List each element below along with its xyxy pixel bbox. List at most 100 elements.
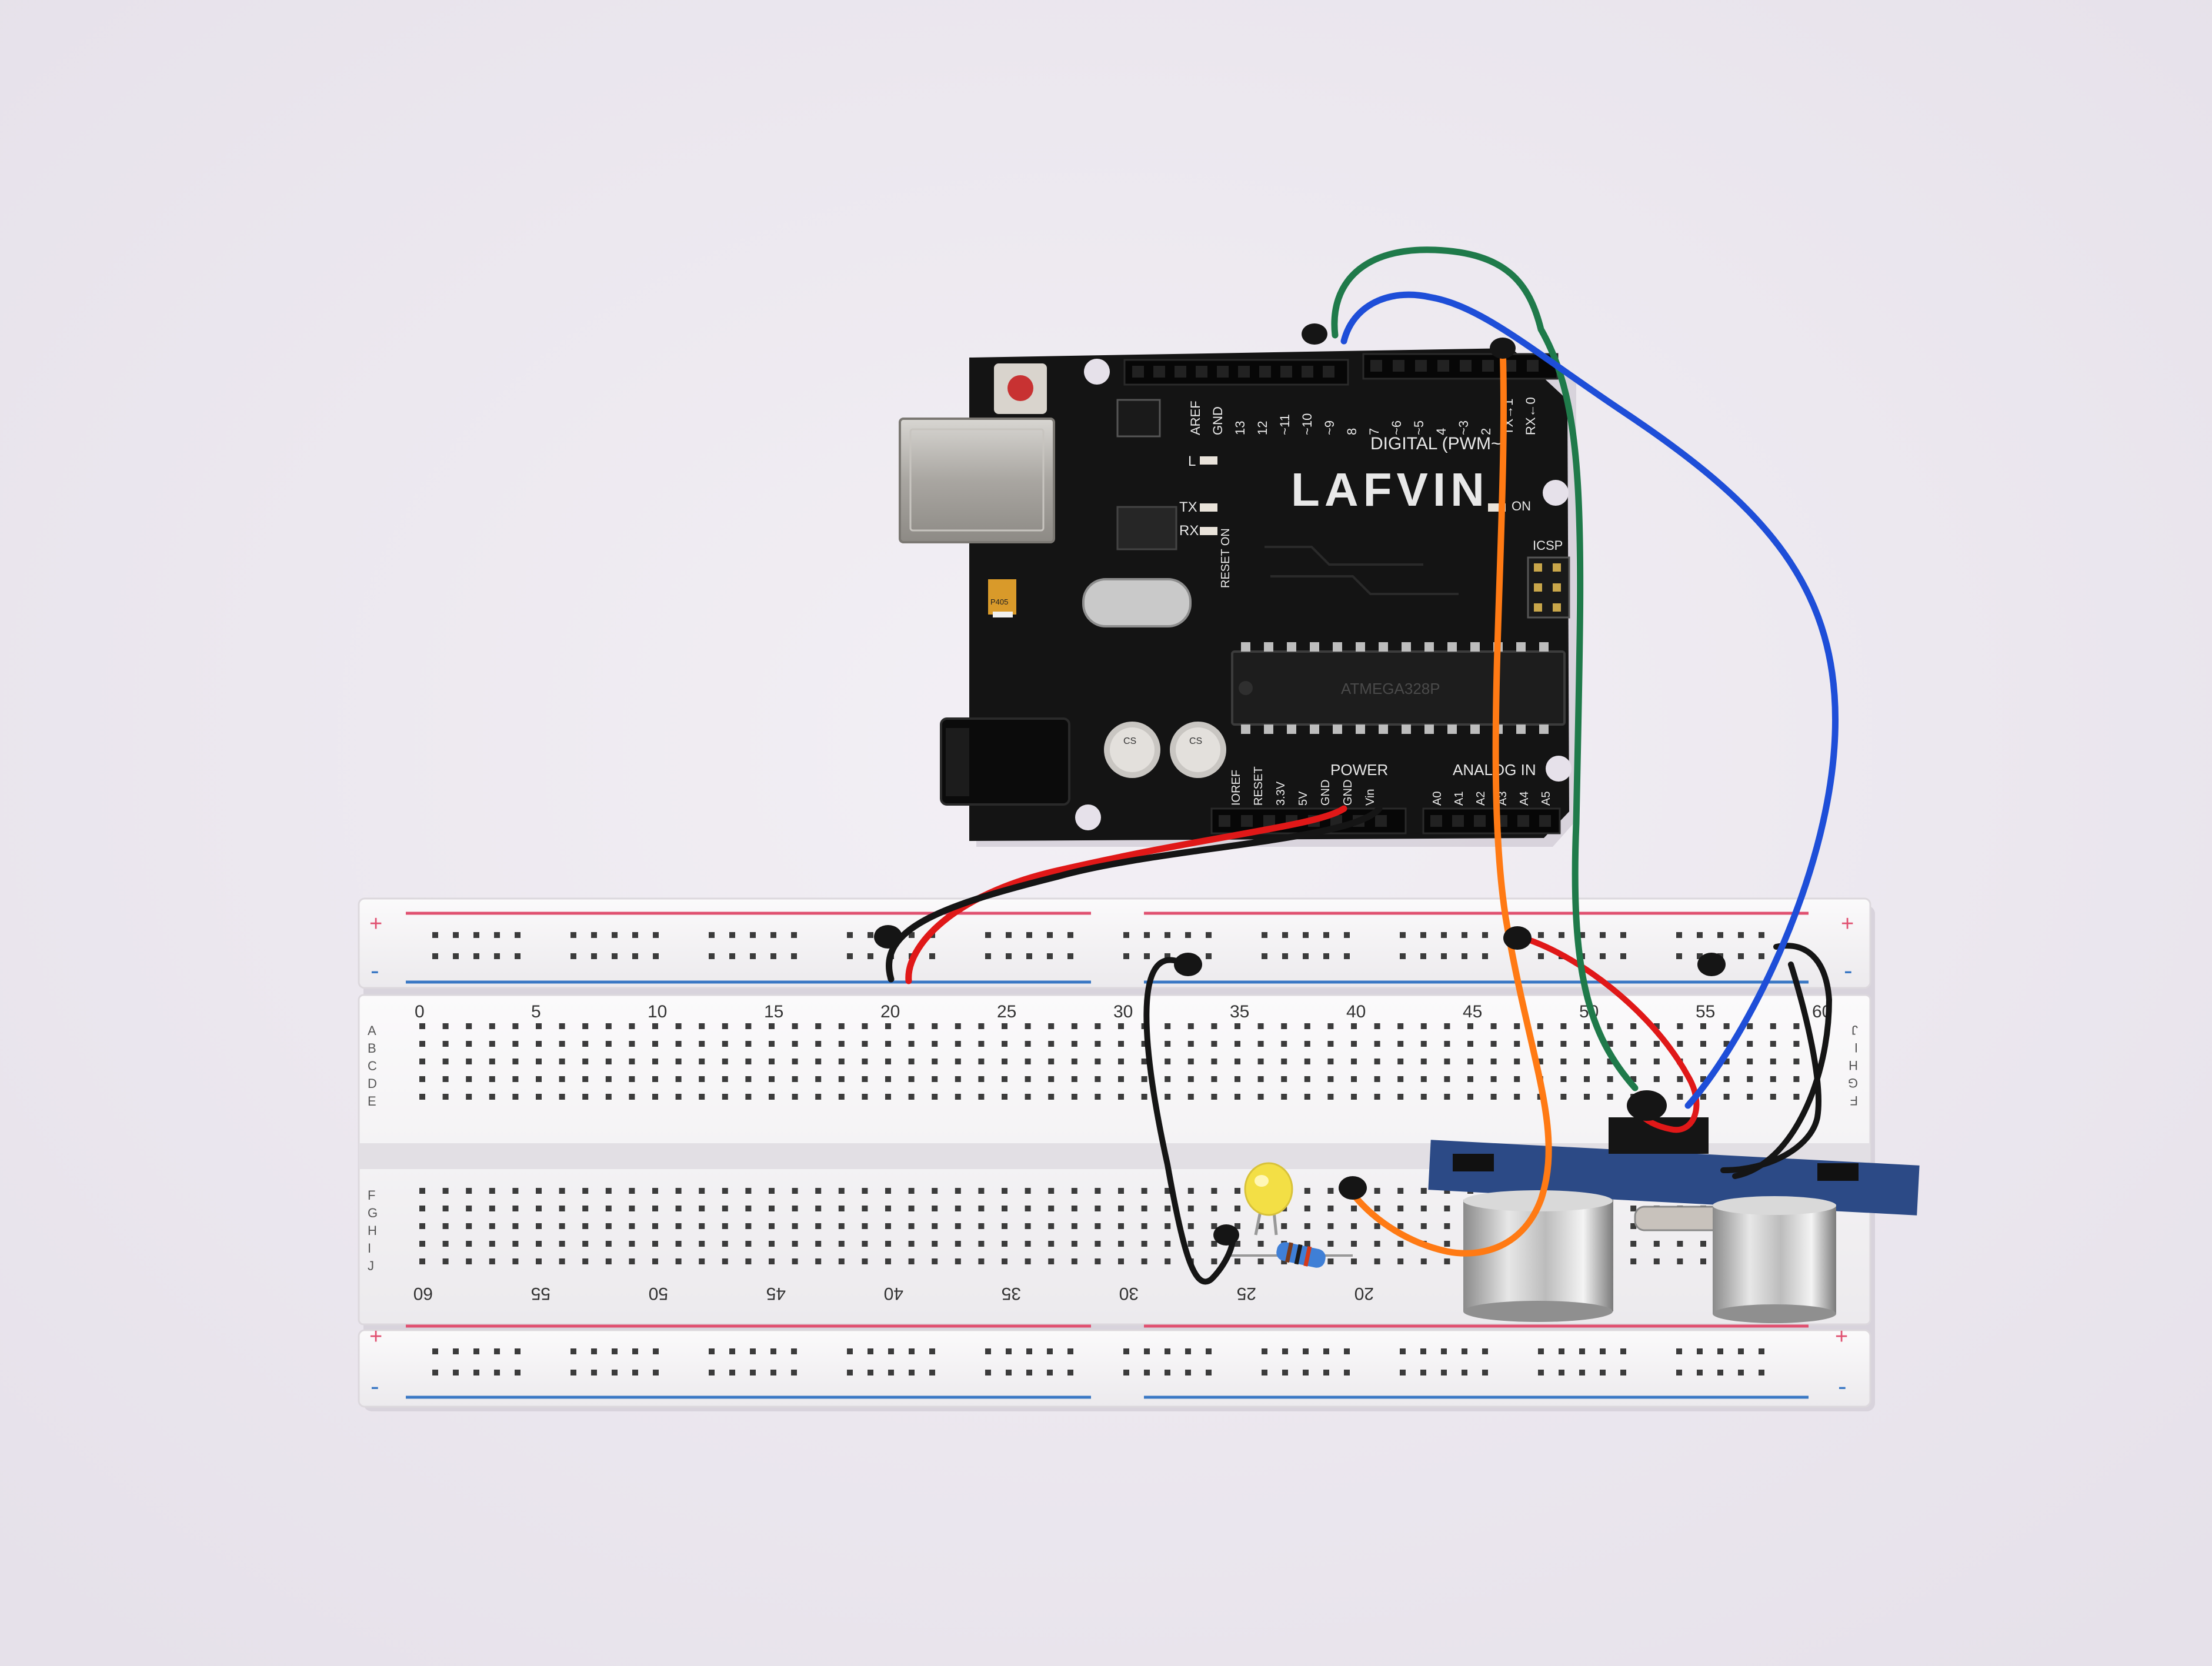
breadboard-hole [1165, 1223, 1171, 1229]
rail-hole [1600, 1348, 1606, 1354]
breadboard-hole [652, 1041, 658, 1047]
breadboard-hole [629, 1206, 635, 1211]
breadboard-hole [722, 1076, 728, 1082]
atmega-chip [1231, 650, 1566, 726]
digital-pin-label: RX←0 [1523, 397, 1538, 435]
bottom-rail-plus-left: + [369, 1324, 382, 1349]
blue-signal-wire [1340, 291, 1839, 1109]
breadboard-hole [1770, 1076, 1776, 1082]
breadboard-hole [908, 1188, 915, 1194]
digital-pin-label: 7 [1367, 428, 1382, 435]
rail-hole [750, 1370, 756, 1375]
breadboard-hole [1235, 1206, 1240, 1211]
breadboard-hole [1048, 1206, 1055, 1211]
mounting-hole-2 [1543, 480, 1569, 506]
rail-hole [591, 1370, 597, 1375]
breadboard-hole [1211, 1223, 1217, 1229]
rail-hole [770, 1348, 776, 1354]
breadboard-hole [1048, 1094, 1055, 1100]
breadboard-hole [1141, 1206, 1147, 1211]
breadboard-hole [1351, 1241, 1357, 1247]
breadboard-hole [559, 1258, 565, 1264]
breadboard-hole [652, 1059, 658, 1064]
rail-hole [653, 1348, 659, 1354]
power-analog-header-holes [1219, 815, 1551, 827]
breadboard-hole [932, 1023, 938, 1029]
breadboard-hole [1607, 1059, 1613, 1064]
breadboard-hole [652, 1023, 658, 1029]
rail-hole [791, 1370, 797, 1375]
top-rail-minus-right: - [1844, 956, 1853, 985]
power-pin-label: 5V [1297, 791, 1310, 806]
breadboard-hole [1351, 1076, 1357, 1082]
breadboard-hole [745, 1094, 752, 1100]
breadboard-hole [1584, 1023, 1590, 1029]
breadboard-hole [1467, 1076, 1473, 1082]
rail-hole [1697, 1370, 1703, 1375]
breadboard-hole [1165, 1094, 1171, 1100]
rail-hole [888, 1370, 894, 1375]
breadboard-hole [419, 1258, 425, 1264]
header-hole [1517, 815, 1529, 827]
rail-hole [847, 953, 853, 959]
breadboard-hole [1327, 1223, 1334, 1229]
breadboard-hole [745, 1241, 752, 1247]
breadboard-hole [675, 1223, 682, 1229]
wire-end-orange-top [1490, 338, 1516, 359]
rail-hole [847, 1348, 853, 1354]
breadboard-hole [792, 1059, 798, 1064]
breadboard-hole [978, 1206, 985, 1211]
capacitor-1: CS [1104, 722, 1160, 778]
rail-hole [1462, 932, 1467, 938]
breadboard-hole [1584, 1041, 1590, 1047]
breadboard-hole [1584, 1094, 1590, 1100]
breadboard-hole [1700, 1094, 1706, 1100]
column-number-top: 55 [1696, 1002, 1715, 1021]
row-letter-left: C [368, 1059, 377, 1073]
breadboard-hole [1118, 1023, 1124, 1029]
breadboard-hole [536, 1023, 542, 1029]
header-hole [1263, 815, 1275, 827]
breadboard-hole [862, 1188, 868, 1194]
breadboard-hole [1630, 1076, 1637, 1082]
rail-hole [591, 932, 597, 938]
breadboard-hole [1002, 1188, 1007, 1194]
breadboard-hole [419, 1023, 425, 1029]
breadboard-hole [536, 1041, 542, 1047]
breadboard-hole [582, 1206, 589, 1211]
breadboard-hole [489, 1076, 495, 1082]
breadboard-hole [1397, 1188, 1404, 1194]
row-letter-right: G [1848, 1076, 1858, 1090]
row-letter-left: B [368, 1041, 376, 1056]
breadboard-hole [582, 1041, 589, 1047]
breadboard-hole [815, 1076, 822, 1082]
rail-hole [1047, 932, 1053, 938]
breadboard-hole [815, 1023, 822, 1029]
power-pin-label: 3.3V [1275, 781, 1287, 806]
column-number-bottom: 25 [1237, 1284, 1256, 1303]
breadboard-hole [489, 1223, 495, 1229]
breadboard-hole [1095, 1188, 1101, 1194]
breadboard-hole [1584, 1059, 1590, 1064]
breadboard-hole [1444, 1041, 1450, 1047]
top-rail-plus-right: + [1841, 912, 1854, 936]
breadboard-hole [605, 1188, 612, 1194]
header-hole [1460, 360, 1472, 372]
breadboard-hole [1235, 1188, 1240, 1194]
breadboard-hole [1048, 1076, 1055, 1082]
rail-hole [1538, 1348, 1544, 1354]
rail-hole [612, 953, 618, 959]
rail-hole [1738, 1370, 1744, 1375]
breadboard-hole [1211, 1059, 1217, 1064]
rail-hole [791, 953, 797, 959]
breadboard-hole [699, 1041, 705, 1047]
rail-hole [729, 1348, 735, 1354]
breadboard-hole [1374, 1059, 1380, 1064]
column-number-bottom: 35 [1002, 1284, 1021, 1303]
reset-button-cap[interactable] [1007, 375, 1033, 401]
rail-hole [770, 932, 776, 938]
breadboard-hole [652, 1206, 658, 1211]
breadboard-hole [908, 1206, 915, 1211]
rail-hole [1067, 953, 1073, 959]
